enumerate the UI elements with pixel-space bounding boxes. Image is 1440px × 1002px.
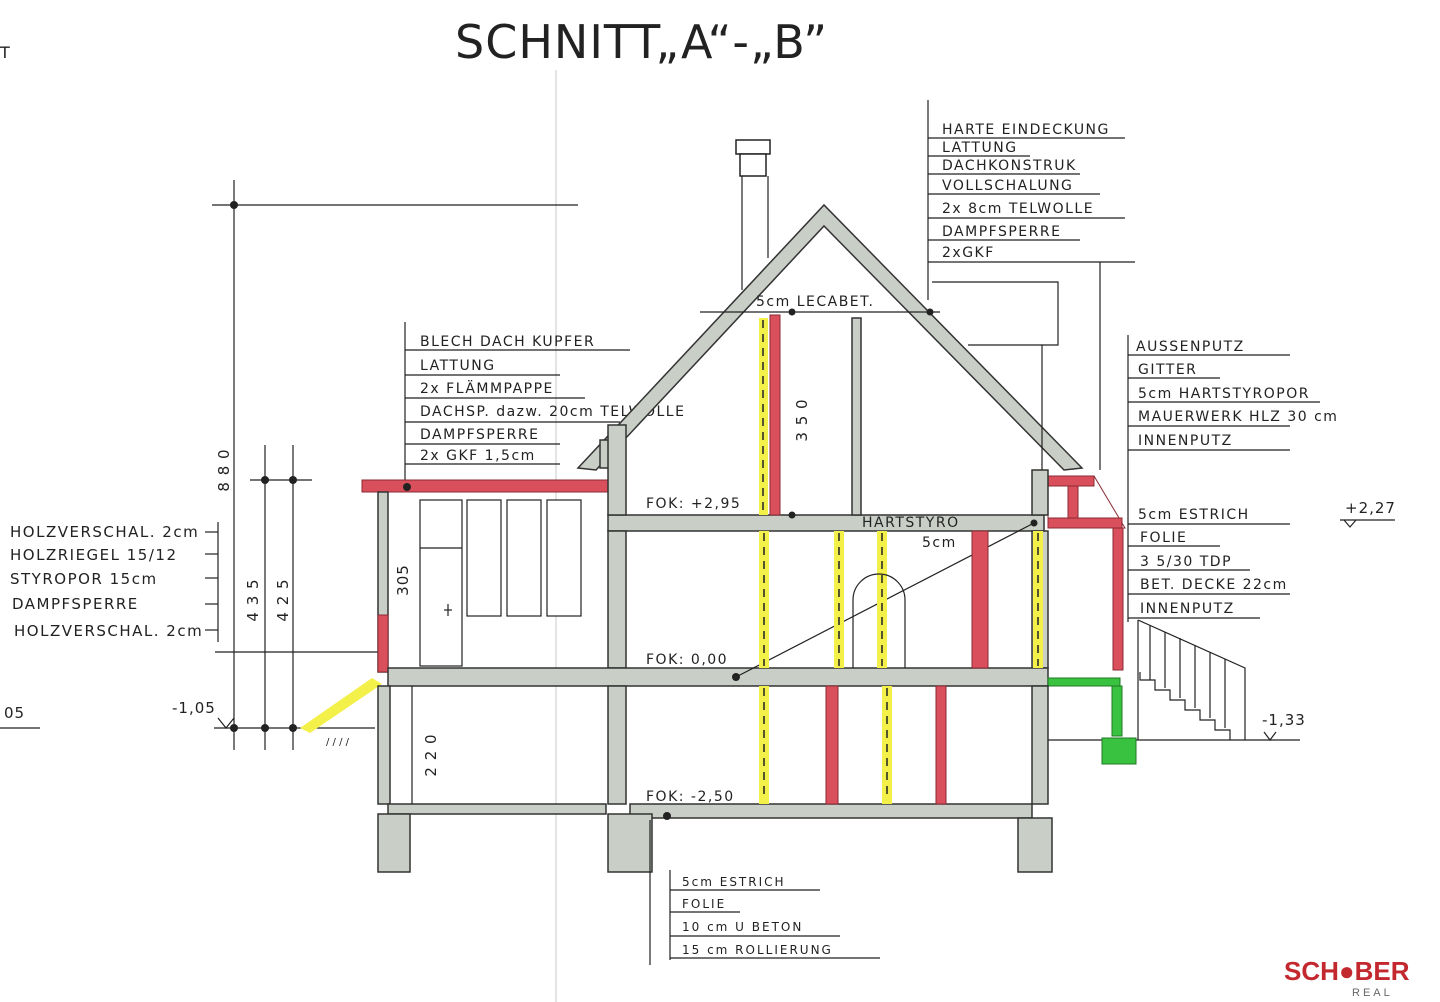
- outer-wall-layer-2: GITTER: [1138, 362, 1197, 378]
- chimney: [735, 139, 771, 290]
- attic-walls: [759, 314, 862, 516]
- wood-wall-layers: HOLZVERSCHAL. 2cm HOLZRIEGEL 15/12 STYRO…: [10, 522, 219, 642]
- floor-layer-2: FOLIE: [1140, 530, 1187, 546]
- exterior-stairs: [1137, 619, 1246, 740]
- main-roof-layer-6: DAMPFSPERRE: [942, 224, 1061, 240]
- dim-880: 8 8 0: [215, 448, 233, 491]
- dim-435: 4 3 5: [244, 578, 262, 621]
- upper-floor-slab: [607, 511, 1045, 532]
- dim-220: 2 2 0: [422, 733, 440, 776]
- main-roof-layer-7: 2xGKF: [942, 245, 995, 261]
- outer-wall-layer-4: MAUERWERK HLZ 30 cm: [1138, 409, 1338, 425]
- flat-roof-layer-1: BLECH DACH KUPFER: [420, 334, 595, 350]
- level-105-edge: 05: [4, 704, 25, 722]
- hartstyro-label: HARTSTYRO: [862, 515, 960, 531]
- basement: [377, 685, 1053, 965]
- logo-text: SCH●BER: [1284, 956, 1410, 986]
- basement-floor-layers: 5cm ESTRICH FOLIE 10 cm U BETON 15 cm RO…: [669, 870, 880, 960]
- outer-wall-layer-1: AUSSENPUTZ: [1136, 339, 1245, 355]
- flat-roof-layer-5: DAMPFSPERRE: [420, 427, 539, 443]
- left-insulation: [300, 678, 382, 733]
- flat-roof-layer-6: 2x GKF 1,5cm: [420, 448, 536, 464]
- main-roof-layer-4: VOLLSCHALUNG: [942, 178, 1073, 194]
- basement-layer-1: 5cm ESTRICH: [682, 875, 786, 889]
- wood-layer-4: DAMPFSPERRE: [12, 595, 139, 613]
- wood-layer-2: HOLZRIEGEL 15/12: [10, 546, 178, 564]
- floor-layer-1: 5cm ESTRICH: [1138, 507, 1250, 523]
- edge-text: T: [0, 43, 10, 62]
- floor-layer-3: 3 5/30 TDP: [1140, 554, 1232, 570]
- fok-base: FOK: -2,50: [646, 789, 735, 805]
- rear-annex: [932, 281, 1059, 470]
- outer-wall-layer-5: INNENPUTZ: [1138, 433, 1233, 449]
- wood-layer-5: HOLZVERSCHAL. 2cm: [14, 622, 203, 640]
- flat-roof-layers: BLECH DACH KUPFER LATTUNG 2x FLÄMMPAPPE …: [404, 322, 685, 482]
- level-marker-p227: [1340, 519, 1395, 528]
- balcony: [1047, 475, 1126, 671]
- fok-upper: FOK: +2,95: [646, 496, 741, 512]
- dim-425: 4 2 5: [274, 578, 292, 621]
- dimension-lines-left: [0, 180, 578, 750]
- wood-layer-1: HOLZVERSCHAL. 2cm: [10, 523, 199, 541]
- basement-layer-4: 15 cm ROLLIERUNG: [682, 943, 833, 957]
- drawing-title: SCHNITT„A“-„B”: [455, 15, 828, 69]
- level-m105: -1,05: [172, 699, 216, 717]
- terrace: [1047, 677, 1137, 765]
- basement-layer-3: 10 cm U BETON: [682, 920, 803, 934]
- floor-layer-5: INNENPUTZ: [1140, 601, 1235, 617]
- flat-roof: [361, 479, 609, 673]
- main-roof: [576, 203, 1084, 471]
- lecabet-label: 5cm LECABET.: [756, 294, 874, 310]
- logo-sub: REAL: [1352, 987, 1393, 999]
- basement-layer-2: FOLIE: [682, 897, 726, 911]
- flat-roof-layer-4: DACHSP. dazw. 20cm TELWOLLE: [420, 404, 685, 420]
- ground-hatch: / / / /: [326, 737, 350, 748]
- floor-layers: 5cm ESTRICH FOLIE 3 5/30 TDP BET. DECKE …: [1127, 500, 1290, 622]
- main-roof-layers: HARTE EINDECKUNG LATTUNG DACHKONSTRUK VO…: [927, 100, 1135, 470]
- schober-logo: SCH●BER REAL: [1276, 944, 1440, 1002]
- dim-305: 305: [394, 564, 412, 596]
- outer-wall-layer-3: 5cm HARTSTYROPOR: [1138, 386, 1310, 402]
- level-m133: -1,33: [1262, 711, 1306, 729]
- flat-roof-layer-2: LATTUNG: [420, 358, 496, 374]
- dim-350: 3 5 0: [793, 398, 811, 441]
- floor-layer-4: BET. DECKE 22cm: [1140, 577, 1288, 593]
- level-marker-m133: [1048, 731, 1300, 741]
- entrance-glazing: [419, 499, 582, 667]
- fok-ground: FOK: 0,00: [646, 652, 728, 668]
- main-roof-layer-3: DACHKONSTRUK: [942, 158, 1077, 174]
- level-p227: +2,27: [1345, 499, 1396, 517]
- main-roof-layer-5: 2x 8cm TELWOLLE: [942, 201, 1094, 217]
- outer-wall-layers: AUSSENPUTZ GITTER 5cm HARTSTYROPOR MAUER…: [1127, 335, 1338, 500]
- main-roof-layer-2: LATTUNG: [942, 140, 1018, 156]
- main-roof-layer-1: HARTE EINDECKUNG: [942, 122, 1110, 138]
- hartstyro-thk: 5cm: [922, 535, 957, 551]
- flat-roof-layer-3: 2x FLÄMMPAPPE: [420, 379, 554, 397]
- ground-floor-walls: [759, 530, 1043, 669]
- ground-floor-slab: [387, 667, 1049, 687]
- wood-layer-3: STYROPOR 15cm: [10, 570, 158, 588]
